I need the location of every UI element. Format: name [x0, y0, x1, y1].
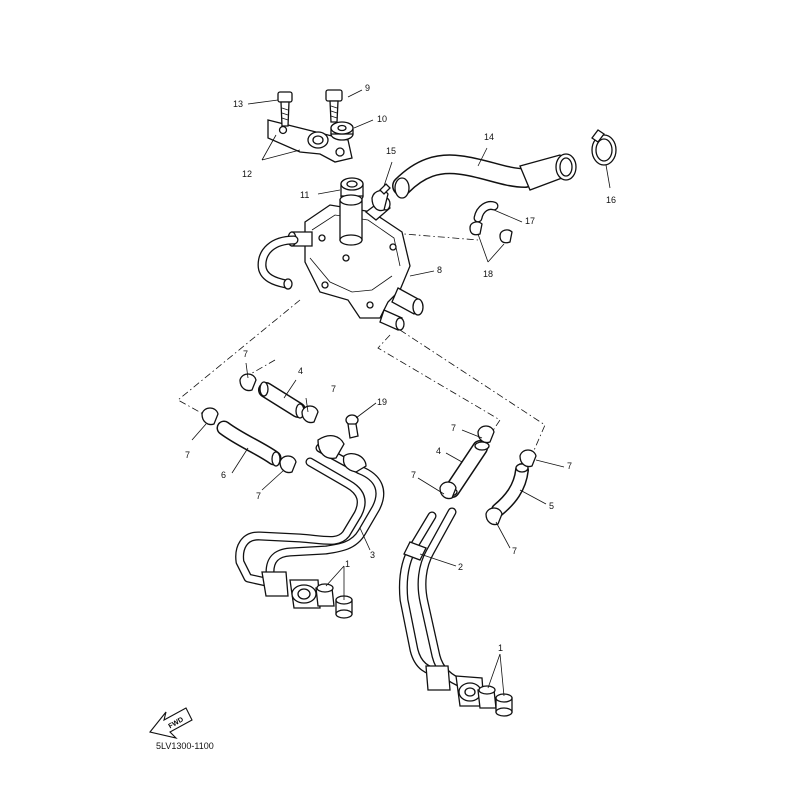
diagram-code: 5LV1300-1100 — [156, 741, 214, 751]
hose-14 — [392, 153, 577, 199]
callout-3: 3 — [370, 550, 376, 560]
pipe-2 — [398, 507, 485, 707]
hose-5 — [491, 463, 529, 517]
callout-14: 14 — [484, 132, 495, 142]
callout-8: 8 — [437, 265, 443, 275]
callout-11: 11 — [300, 190, 310, 200]
callout-7g: 7 — [411, 470, 417, 480]
callout-1-left: 1 — [345, 559, 351, 569]
bolt-13 — [277, 91, 293, 127]
fwd-arrow: FWD — [149, 707, 193, 739]
callout-7a: 7 — [243, 349, 249, 359]
callout-4-left: 4 — [298, 366, 304, 376]
callout-7e: 7 — [451, 423, 457, 433]
callout-5: 5 — [549, 501, 555, 511]
callout-6: 6 — [221, 470, 227, 480]
callout-16: 16 — [606, 195, 617, 205]
callout-7c: 7 — [185, 450, 191, 460]
callout-12: 12 — [242, 169, 253, 179]
callout-10: 10 — [377, 114, 388, 124]
clamps-18 — [469, 221, 513, 244]
hose-17 — [473, 201, 499, 223]
callout-7h: 7 — [512, 546, 518, 556]
callout-18: 18 — [483, 269, 494, 279]
callout-13: 13 — [233, 99, 244, 109]
callout-1-right: 1 — [498, 643, 504, 653]
valve-left-hose — [257, 235, 299, 290]
callout-19: 19 — [377, 397, 388, 407]
clamp-15 — [371, 183, 391, 212]
clamps-7-left — [201, 373, 319, 474]
pipe-3 — [235, 434, 385, 609]
callout-7d: 7 — [256, 491, 262, 501]
bolt-9 — [325, 89, 343, 123]
callout-2: 2 — [458, 562, 464, 572]
bolt-19 — [345, 414, 359, 439]
callout-4-right: 4 — [436, 446, 442, 456]
callout-7f: 7 — [567, 461, 573, 471]
callout-17: 17 — [525, 216, 536, 226]
hose-6 — [216, 420, 282, 467]
caps-1-left — [315, 583, 353, 619]
caps-1-right — [477, 685, 513, 717]
air-valve-assembly — [287, 194, 424, 331]
callout-15: 15 — [386, 146, 397, 156]
hose-4-left — [258, 381, 306, 419]
callout-9: 9 — [365, 83, 371, 93]
clamp-16 — [591, 129, 617, 166]
washer-10 — [330, 121, 354, 141]
callout-7b: 7 — [331, 384, 337, 394]
clamps-7-right — [439, 425, 537, 526]
leader-lines — [191, 89, 611, 697]
